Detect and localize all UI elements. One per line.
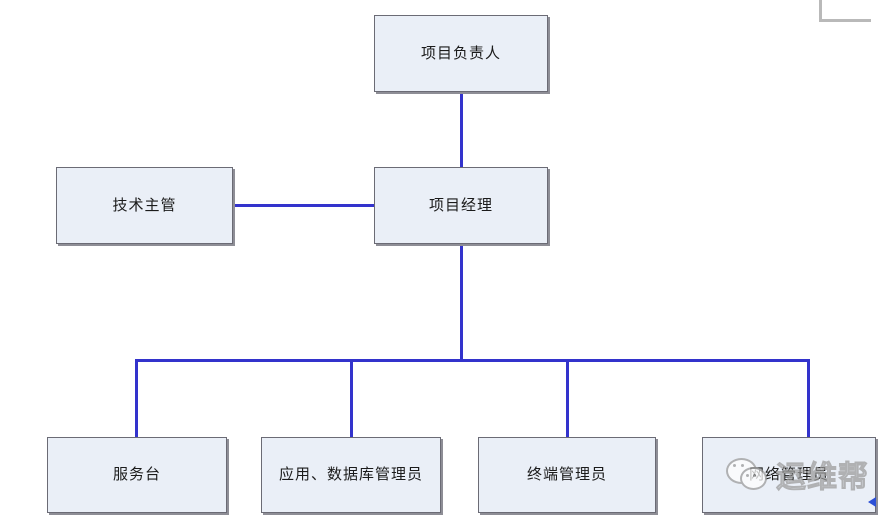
connector-techlead-to-manager bbox=[233, 204, 374, 207]
node-label-network-administrator: 网络管理员 bbox=[748, 467, 829, 483]
node-label-project-owner: 项目负责人 bbox=[420, 45, 501, 62]
corner-mark-vertical-segment bbox=[819, 0, 822, 22]
node-application-database-administrator[interactable]: 应用、数据库管理员 bbox=[261, 437, 441, 513]
corner-mark bbox=[819, 0, 871, 22]
connector-bus-to-appdba bbox=[350, 359, 353, 437]
node-label-terminal-administrator: 终端管理员 bbox=[526, 467, 607, 483]
node-label-application-database-administrator: 应用、数据库管理员 bbox=[278, 467, 423, 483]
connector-manager-to-bus bbox=[460, 243, 463, 362]
node-label-service-desk: 服务台 bbox=[112, 467, 161, 483]
node-service-desk[interactable]: 服务台 bbox=[47, 437, 227, 513]
cursor-arrow-icon bbox=[868, 497, 876, 507]
node-project-owner[interactable]: 项目负责人 bbox=[374, 15, 548, 92]
connector-bus-to-terminal bbox=[566, 359, 569, 437]
connector-horizontal-bus bbox=[135, 359, 810, 362]
node-label-project-manager: 项目经理 bbox=[428, 197, 493, 214]
connector-bus-to-servicedesk bbox=[135, 359, 138, 437]
connector-bus-to-network bbox=[807, 359, 810, 437]
connector-owner-to-manager bbox=[460, 92, 463, 167]
corner-mark-horizontal-segment bbox=[819, 19, 871, 22]
node-project-manager[interactable]: 项目经理 bbox=[374, 167, 548, 244]
node-technical-supervisor[interactable]: 技术主管 bbox=[56, 167, 233, 244]
node-network-administrator[interactable]: 网络管理员 bbox=[702, 437, 876, 513]
node-label-technical-supervisor: 技术主管 bbox=[112, 197, 177, 214]
node-terminal-administrator[interactable]: 终端管理员 bbox=[478, 437, 656, 513]
